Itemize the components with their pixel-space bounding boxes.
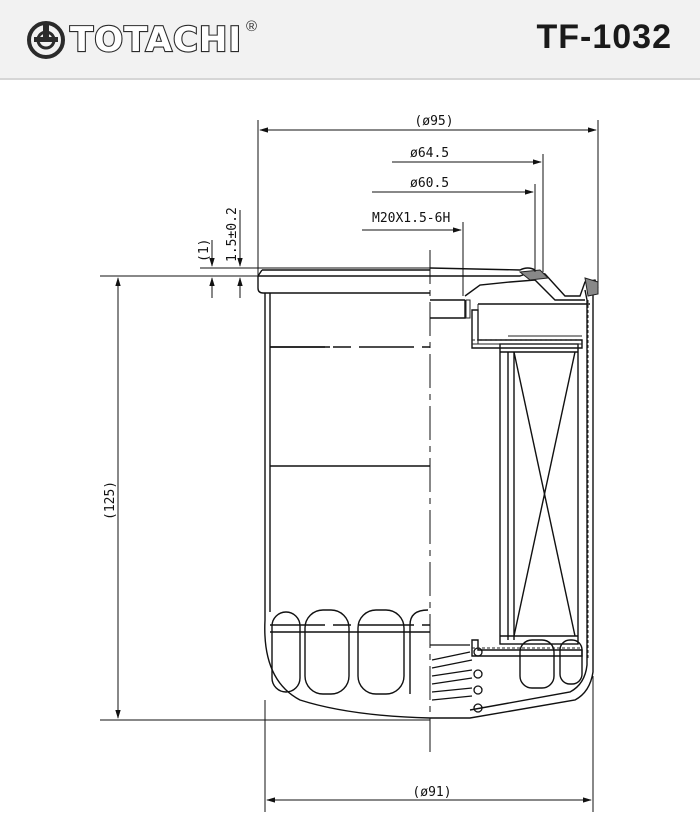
dim-gasket-height: 1.5±0.2 [225,207,240,262]
dimension-lines [100,120,599,812]
dim-gasket-gap: (1) [197,239,212,262]
hatched-gasket [465,269,599,660]
dim-outer-diameter: (ø95) [414,114,453,129]
part-number: TF-1032 [536,18,672,56]
dim-gasket-inner: ø60.5 [410,176,449,191]
filter-body [257,267,599,719]
brand-name: TOTACHI [69,19,243,61]
dim-gasket-outer: ø64.5 [410,146,449,161]
threaded-hub [430,644,483,713]
totachi-logo-icon [27,21,65,59]
technical-drawing: (ø95) ø64.5 ø60.5 M20X1.5-6H (1) 1.5±0.2… [100,114,599,812]
dim-height: (125) [103,481,118,520]
header-bar: TOTACHI ® TF-1032 [0,0,700,80]
dim-thread: M20X1.5-6H [372,211,450,226]
registered-mark: ® [246,18,258,35]
dim-body-diameter: (ø91) [412,785,451,800]
brand-logo: TOTACHI ® [26,14,257,66]
grip-ribs [271,609,583,695]
